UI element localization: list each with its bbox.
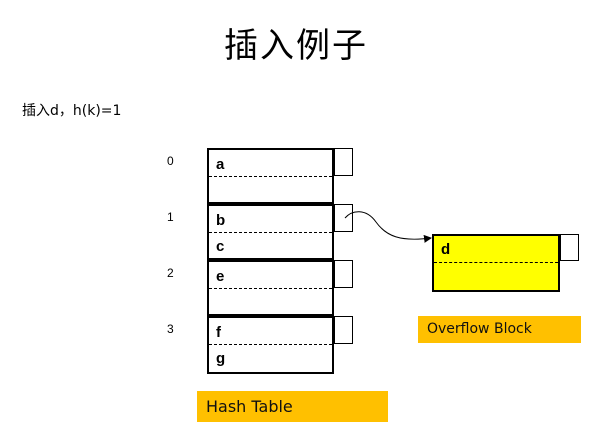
bucket-pointer-0 <box>334 148 353 176</box>
bucket-divider <box>209 176 332 177</box>
overflow-block-caption: Overflow Block <box>418 316 581 343</box>
bucket-pointer-1 <box>334 204 353 232</box>
record-slot-1: a <box>216 156 225 173</box>
bucket-divider <box>209 344 332 345</box>
hash-bucket-2: e <box>207 260 334 316</box>
bucket-pointer-3 <box>334 316 353 344</box>
record-slot-1: b <box>216 212 226 229</box>
bucket-pointer-2 <box>334 260 353 288</box>
bucket-index-3: 3 <box>167 322 174 336</box>
subtitle: 插入d，h(k)=1 <box>22 103 122 119</box>
bucket-index-1: 1 <box>167 210 174 224</box>
bucket-divider <box>209 288 332 289</box>
record-slot-2: c <box>216 238 225 255</box>
page-title: 插入例子 <box>224 26 368 66</box>
hash-bucket-0: a <box>207 148 334 204</box>
hash-bucket-1: b c <box>207 204 334 260</box>
overflow-divider <box>434 262 558 263</box>
overflow-pointer <box>560 234 579 261</box>
overflow-record-slot-1: d <box>441 241 451 258</box>
hash-table-caption: Hash Table <box>197 391 388 422</box>
bucket-divider <box>209 232 332 233</box>
record-slot-1: f <box>216 324 221 341</box>
record-slot-2: g <box>216 350 226 367</box>
bucket-index-2: 2 <box>167 266 174 280</box>
bucket-index-0: 0 <box>167 154 174 168</box>
overflow-block: d <box>432 234 560 292</box>
hash-bucket-3: f g <box>207 316 334 374</box>
record-slot-1: e <box>216 268 225 285</box>
